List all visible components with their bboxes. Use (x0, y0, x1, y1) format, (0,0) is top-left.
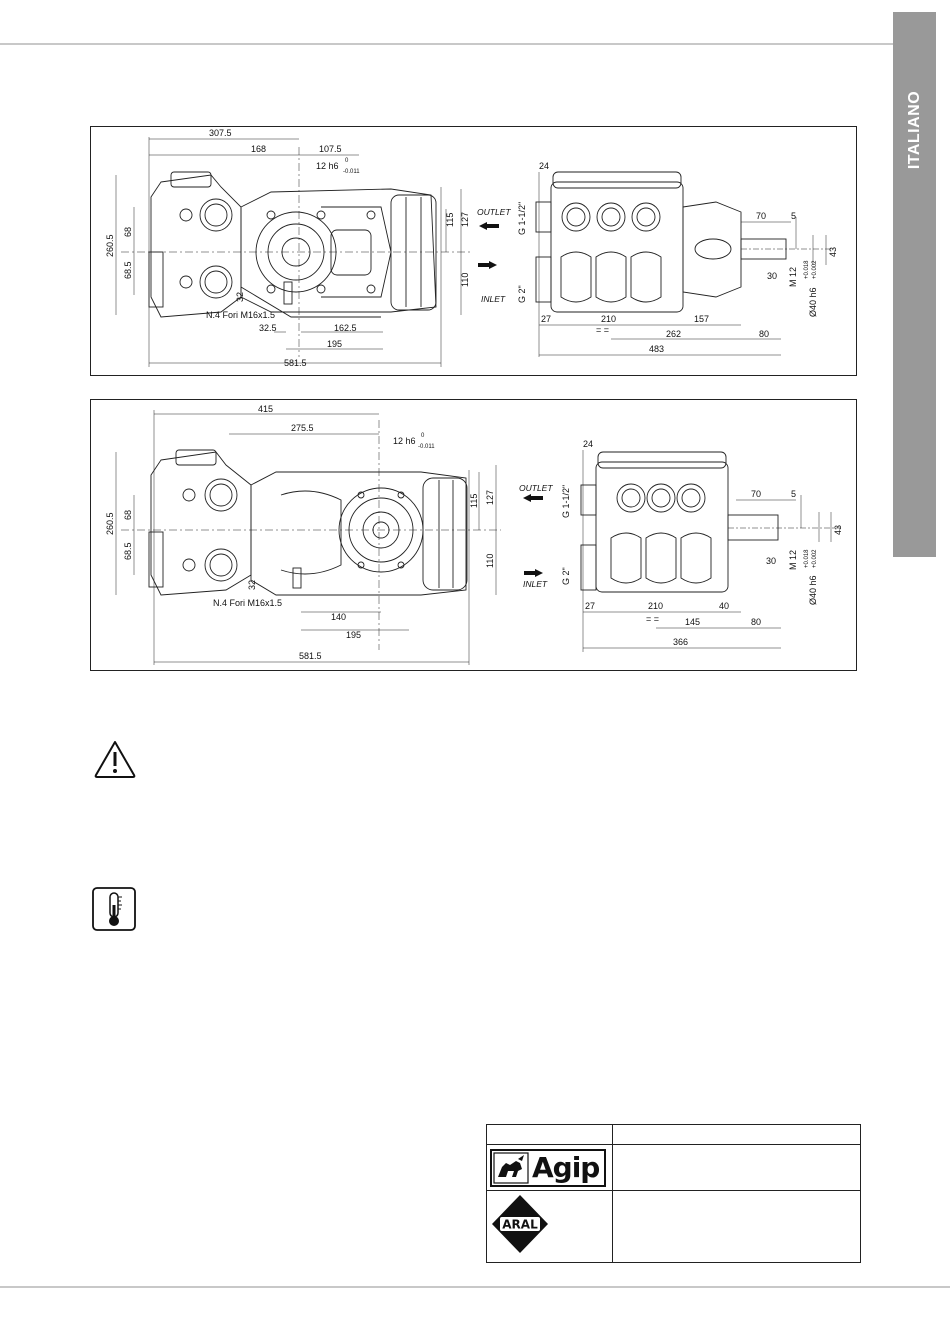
agip-logo-icon: Agip (490, 1148, 606, 1187)
fig2-tol-lower: -0.011 (418, 444, 435, 450)
fig1-dim-68: 68 (123, 227, 133, 237)
thermometer-icon (92, 887, 136, 931)
fig1-side-262: 262 (666, 329, 681, 339)
fig2-dim-32: 32 (247, 580, 257, 590)
aral-logo-cell: ARAL (486, 1190, 613, 1263)
top-rule (0, 43, 893, 45)
fig1-side-43: 43 (828, 247, 838, 257)
fig1-dim-195: 195 (327, 339, 342, 349)
bottom-rule (0, 1286, 950, 1288)
aral-logo-icon: ARAL (492, 1195, 548, 1253)
fig1-dim-32: 32 (235, 292, 245, 302)
fig1-side-27: 27 (541, 314, 551, 324)
fig2-side-tol-up: +0.018 (804, 549, 810, 568)
fig2-side-d40: Ø40 h6 (808, 575, 818, 605)
fig1-dim-168: 168 (251, 144, 266, 154)
fig1-side-157: 157 (694, 314, 709, 324)
fig2-dim-275-5: 275.5 (291, 423, 314, 433)
fig1-dim-110: 110 (460, 273, 470, 287)
fig2-side-m12: M 12 (788, 550, 798, 570)
aral-logo-text: ARAL (502, 1218, 538, 1232)
fig1-dim-581-5: 581.5 (284, 358, 307, 368)
fig2-side-24: 24 (583, 439, 593, 449)
fig2-dim-115: 115 (469, 494, 479, 508)
fig1-outlet-label: OUTLET (477, 207, 511, 217)
fig1-tol-lower: -0.011 (343, 169, 360, 175)
fig1-side-m12: M 12 (788, 267, 798, 287)
fig2-inlet-label: INLET (523, 579, 548, 589)
fig2-side-tol-lo: +0.002 (812, 549, 818, 568)
lubricants-table-row: ARAL (486, 1190, 861, 1263)
lubricants-table: Agip ARAL (486, 1124, 861, 1263)
aral-product (612, 1190, 861, 1263)
fig1-side-24: 24 (539, 161, 549, 171)
fig2-dim-581-5: 581.5 (299, 651, 322, 661)
fig1-inlet-label: INLET (481, 294, 506, 304)
pump-drawing-1-svg: 307.5 168 107.5 12 h6 0 -0.011 115 127 1… (105, 128, 838, 368)
fig1-dim-307-5: 307.5 (209, 128, 232, 138)
fig2-tol-upper: 0 (421, 433, 425, 439)
fig1-dim-12h6: 12 h6 (316, 161, 339, 171)
fig1-label-fori: N.4 Fori M16x1.5 (206, 310, 275, 320)
fig1-dim-127: 127 (460, 212, 470, 227)
fig2-side-5: 5 (791, 489, 796, 499)
language-tab: ITALIANO (893, 12, 936, 557)
fig2-outlet-label: OUTLET (519, 483, 553, 493)
lubricants-table-header (486, 1124, 861, 1145)
fig1-dim-115: 115 (445, 213, 455, 227)
fig1-dim-68-5: 68.5 (123, 261, 133, 279)
fig1-side-483: 483 (649, 344, 664, 354)
fig2-dim-110: 110 (485, 554, 495, 568)
fig2-dim-415: 415 (258, 404, 273, 414)
language-tab-label: ITALIANO (905, 90, 923, 170)
lubricants-table-row: Agip (486, 1144, 861, 1191)
fig2-dim-195: 195 (346, 630, 361, 640)
fig1-dim-162-5: 162.5 (334, 323, 357, 333)
fig1-side-d40: Ø40 h6 (808, 287, 818, 317)
fig2-dim-127: 127 (485, 490, 495, 505)
fig1-side-tol-lo: +0.002 (812, 260, 818, 279)
fig2-label-fori: N.4 Fori M16x1.5 (213, 598, 282, 608)
fig1-side-70: 70 (756, 211, 766, 221)
fig2-side-210: 210 (648, 601, 663, 611)
fig2-side-g2: G 2" (561, 567, 571, 585)
fig2-side-70: 70 (751, 489, 761, 499)
fig2-side-43: 43 (833, 525, 843, 535)
fig2-side-40: 40 (719, 601, 729, 611)
agip-dog-icon (493, 1151, 529, 1184)
agip-logo-cell: Agip (486, 1144, 613, 1191)
fig1-side-eq: = = (596, 325, 609, 335)
fig2-side-80: 80 (751, 617, 761, 627)
fig2-dim-260-5: 260.5 (105, 512, 115, 535)
fig2-side-g112: G 1-1/2" (561, 485, 571, 518)
fig2-side-366: 366 (673, 637, 688, 647)
fig1-dim-260-5: 260.5 (105, 234, 115, 257)
fig2-side-27: 27 (585, 601, 595, 611)
fig2-side-eq: = = (646, 614, 659, 624)
fig1-tol-upper: 0 (345, 158, 349, 164)
fig2-dim-68: 68 (123, 510, 133, 520)
fig1-side-210: 210 (601, 314, 616, 324)
lubricants-header-brand (486, 1124, 613, 1145)
fig2-dim-68-5: 68.5 (123, 542, 133, 560)
pump-drawing-2: 415 275.5 12 h6 0 -0.011 127 115 110 260… (90, 399, 857, 671)
fig2-side-145: 145 (685, 617, 700, 627)
fig1-side-g112: G 1-1/2" (517, 202, 527, 235)
fig2-dim-12h6: 12 h6 (393, 436, 416, 446)
agip-product (612, 1144, 861, 1191)
fig1-dim-107-5: 107.5 (319, 144, 342, 154)
fig1-side-30: 30 (767, 271, 777, 281)
warning-icon (92, 738, 138, 780)
fig1-side-5: 5 (791, 211, 796, 221)
fig1-dim-32-5: 32.5 (259, 323, 277, 333)
agip-logo-text: Agip (532, 1151, 600, 1184)
fig1-side-g2: G 2" (517, 285, 527, 303)
lubricants-header-product (612, 1124, 861, 1145)
pump-drawing-1: 307.5 168 107.5 12 h6 0 -0.011 115 127 1… (90, 126, 857, 376)
fig1-side-80: 80 (759, 329, 769, 339)
fig2-dim-140: 140 (331, 612, 346, 622)
fig2-side-30: 30 (766, 556, 776, 566)
fig1-side-tol-up: +0.018 (804, 260, 810, 279)
pump-drawing-2-svg: 415 275.5 12 h6 0 -0.011 127 115 110 260… (105, 404, 843, 665)
